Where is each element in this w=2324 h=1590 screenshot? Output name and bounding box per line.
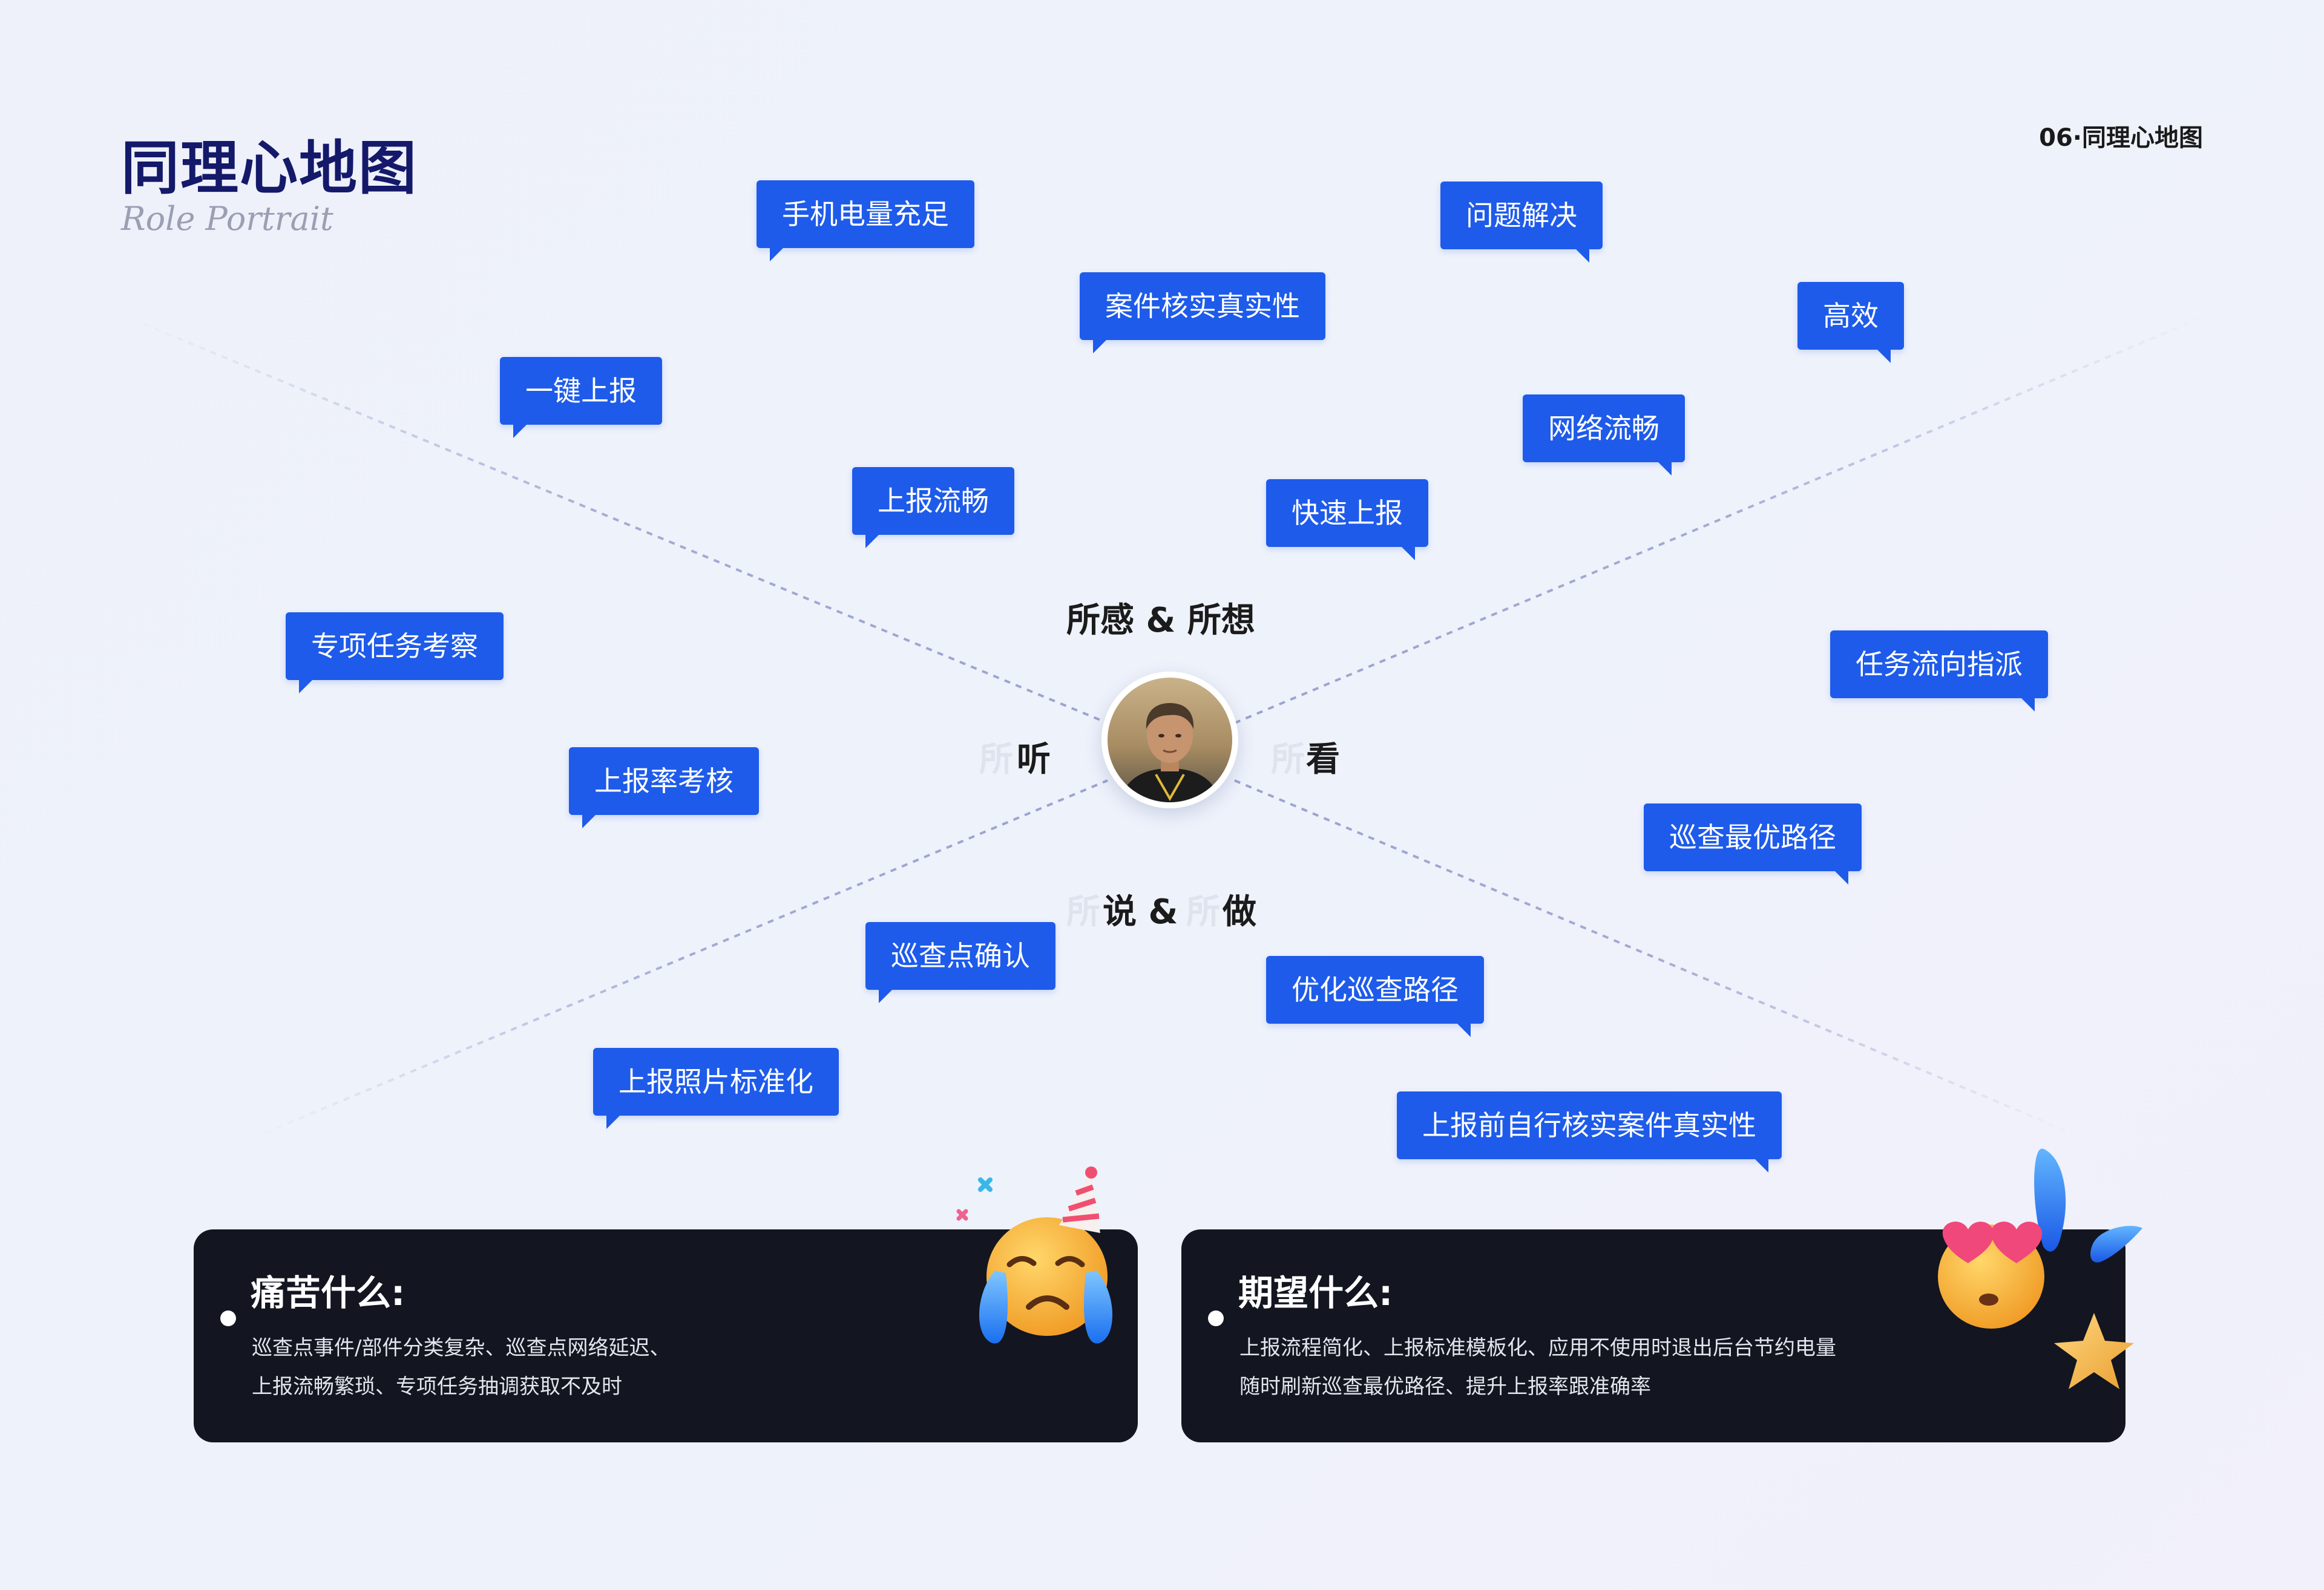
tag-phone-battery: 手机电量充足	[757, 180, 974, 248]
tag-self-verify: 上报前自行核实案件真实性	[1397, 1091, 1782, 1159]
hope-title: 期望什么:	[1238, 1264, 1393, 1315]
hope-title-text: 期望什么:	[1238, 1272, 1393, 1314]
hope-bullet	[1208, 1310, 1224, 1326]
pain-line-2: 上报流畅繁琐、专项任务抽调获取不及时	[252, 1370, 622, 1399]
label-see: 看	[1306, 732, 1340, 781]
label-hear-prefix: 所	[979, 732, 1013, 781]
avatar-portrait-icon	[1108, 678, 1232, 802]
tag-one-click-report: 一键上报	[500, 357, 662, 425]
tag-efficient: 高效	[1797, 282, 1904, 350]
crying-party-emoji-icon	[950, 1162, 1126, 1361]
heart-eyes-emoji-icon	[1912, 1137, 2161, 1398]
tag-special-task: 专项任务考察	[286, 612, 504, 680]
label-hear: 听	[1017, 732, 1051, 781]
tag-report-smooth: 上报流畅	[852, 467, 1014, 535]
pain-line-1: 巡查点事件/部件分类复杂、巡查点网络延迟、	[252, 1331, 670, 1361]
label-see-prefix: 所	[1271, 732, 1305, 781]
label-say: 说 &	[1103, 885, 1178, 934]
tag-optimize-route: 优化巡查路径	[1266, 956, 1484, 1024]
tag-verify-case: 案件核实真实性	[1080, 272, 1325, 340]
pain-title-text: 痛苦什么:	[251, 1272, 405, 1314]
user-avatar	[1101, 672, 1238, 808]
tag-problem-solved: 问题解决	[1440, 182, 1603, 249]
pain-title: 痛苦什么:	[251, 1264, 405, 1315]
tag-confirm-point: 巡查点确认	[865, 922, 1055, 990]
tag-photo-standard: 上报照片标准化	[593, 1048, 839, 1116]
tag-best-route: 巡查最优路径	[1644, 803, 1862, 871]
tag-report-rate: 上报率考核	[569, 747, 759, 815]
tag-network-smooth: 网络流畅	[1523, 394, 1685, 462]
label-do-prefix: 所	[1186, 885, 1220, 934]
tag-quick-report: 快速上报	[1266, 479, 1428, 547]
tag-task-dispatch: 任务流向指派	[1830, 630, 2048, 698]
hope-line-2: 随时刷新巡查最优路径、提升上报率跟准确率	[1239, 1370, 1651, 1399]
label-say-prefix: 所	[1066, 885, 1100, 934]
pain-bullet	[220, 1310, 236, 1326]
hope-line-1: 上报流程简化、上报标准模板化、应用不使用时退出后台节约电量	[1239, 1331, 1836, 1361]
label-do: 做	[1223, 885, 1256, 934]
label-feel-think: 所感 & 所想	[1066, 593, 1255, 642]
